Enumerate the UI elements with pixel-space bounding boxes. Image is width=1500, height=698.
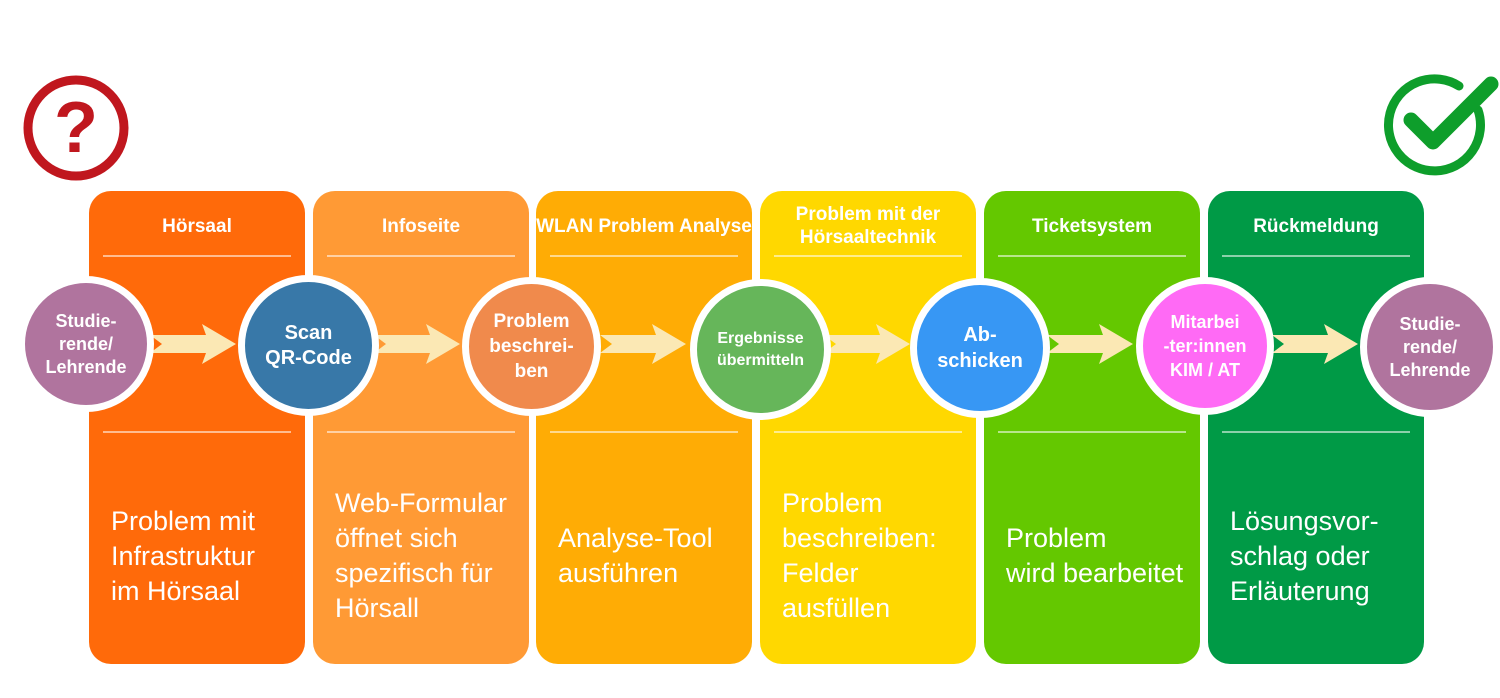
divider [327, 431, 515, 433]
divider [327, 255, 515, 257]
arrow-icon [150, 324, 236, 364]
divider [774, 431, 962, 433]
divider [550, 431, 738, 433]
column-ticketsystem: Ticketsystem Problem wird bearbeitet [984, 191, 1200, 664]
column-hoersaaltechnik: Problem mit der Hörsaaltechnik Problem b… [760, 191, 976, 664]
divider [774, 255, 962, 257]
question-mark-icon: ? [23, 75, 129, 181]
column-hoersaal: Hörsaal Problem mit Infrastruktur im Hör… [89, 191, 305, 664]
divider [998, 431, 1186, 433]
column-description: Problem beschreiben: Felder ausfüllen [782, 488, 937, 623]
column-description: Web-Formular öffnet sich spezifisch für … [335, 488, 508, 623]
step-mitarbeiter: Mitarbei -ter:innen KIM / AT [1136, 277, 1274, 415]
divider [103, 431, 291, 433]
column-description: Analyse-Tool ausführen [558, 523, 713, 588]
column-header: Infoseite [381, 215, 461, 237]
column-description: Lösungsvor- schlag oder Erläuterung [1230, 505, 1379, 606]
checkmark-icon [1384, 74, 1499, 176]
step-ergebnisse-uebermitteln: Ergebnisse übermitteln [690, 279, 831, 420]
divider [998, 255, 1186, 257]
arrow-icon [1272, 324, 1358, 364]
step-scan-qr-code: Scan QR-Code [238, 275, 379, 416]
column-header: WLAN Problem Analyse [536, 215, 752, 237]
step-studierende-start: Studie- rende/ Lehrende [18, 276, 154, 412]
column-description: Problem wird bearbeitet [1006, 523, 1184, 588]
arrow-icon [374, 324, 460, 364]
arrow-icon [600, 324, 686, 364]
svg-text:?: ? [54, 88, 98, 168]
column-header: Ticketsystem [1031, 215, 1153, 237]
arrow-icon [1047, 324, 1133, 364]
divider [1222, 431, 1410, 433]
column-rueckmeldung: Rückmeldung Lösungsvor- schlag oder Erlä… [1208, 191, 1424, 664]
arrow-icon [824, 324, 910, 364]
divider [1222, 255, 1410, 257]
column-header: Rückmeldung [1253, 215, 1379, 237]
column-description: Problem mit Infrastruktur im Hörsaal [111, 505, 256, 606]
column-infoseite: Infoseite Web-Formular öffnet sich spezi… [313, 191, 529, 664]
column-wlan: WLAN Problem Analyse Analyse-Tool ausfüh… [536, 191, 752, 664]
column-header: Problem mit der Hörsaaltechnik [795, 204, 941, 248]
step-problem-beschreiben: Problem beschrei- ben [462, 277, 601, 416]
step-studierende-end: Studie- rende/ Lehrende [1360, 277, 1500, 417]
column-header: Hörsaal [162, 215, 232, 237]
step-abschicken: Ab- schicken [910, 278, 1050, 418]
divider [550, 255, 738, 257]
divider [103, 255, 291, 257]
